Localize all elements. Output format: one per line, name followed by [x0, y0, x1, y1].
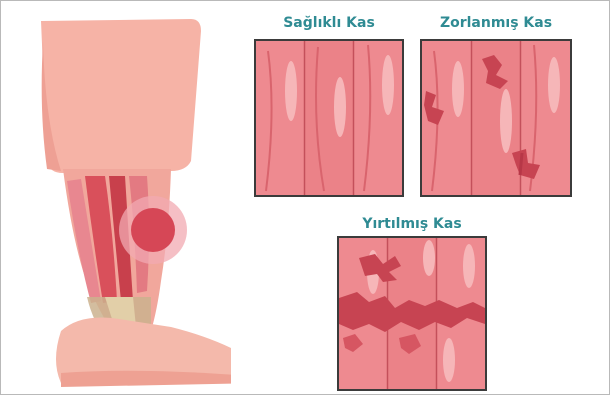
- label-torn-muscle: Yırtılmış Kas: [337, 216, 487, 232]
- label-strained-muscle: Zorlanmış Kas: [420, 15, 572, 31]
- label-healthy-muscle: Sağlıklı Kas: [254, 15, 404, 31]
- panel-strained-muscle: [420, 39, 572, 197]
- panel-healthy-muscle: [254, 39, 404, 197]
- panel-torn-muscle: [337, 236, 487, 391]
- leg-illustration: [1, 1, 231, 396]
